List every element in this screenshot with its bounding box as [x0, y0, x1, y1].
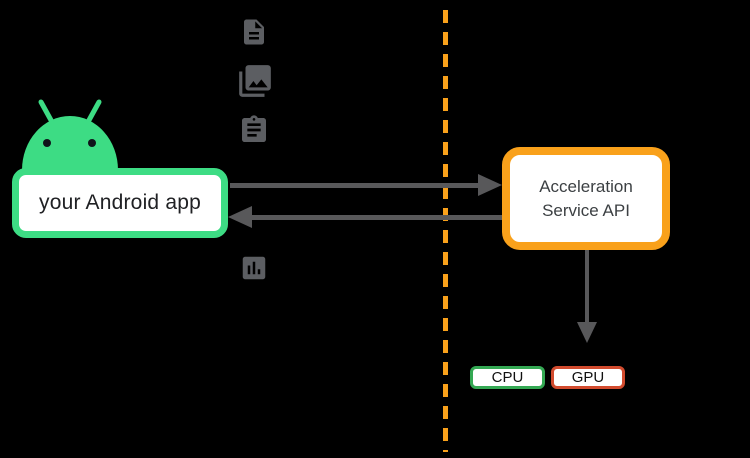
acceleration-service-label-line2: Service API [542, 200, 630, 220]
cpu-label: CPU [491, 369, 524, 386]
arrow-service-to-app-shaft [252, 215, 502, 220]
android-app-label: your Android app [39, 191, 201, 214]
arrow-service-to-app-head [228, 206, 252, 228]
arrow-service-to-hardware-head [577, 322, 597, 343]
clipboard-icon [238, 111, 270, 149]
android-robot-icon [20, 96, 120, 170]
acceleration-service-node: Acceleration Service API [502, 147, 670, 250]
android-app-node: your Android app [12, 168, 228, 238]
acceleration-service-label: Acceleration Service API [539, 175, 633, 223]
photo-library-icon [235, 62, 275, 100]
arrow-app-to-service-shaft [230, 183, 482, 188]
document-icon [239, 14, 269, 50]
gpu-label: GPU [571, 369, 605, 386]
bar-chart-icon [239, 253, 269, 283]
arrow-service-to-hardware-shaft [585, 250, 589, 324]
gpu-node: GPU [551, 366, 625, 389]
acceleration-service-label-line1: Acceleration [539, 176, 633, 196]
process-boundary-dashed-line [443, 10, 448, 452]
arrow-app-to-service-head [478, 174, 502, 196]
cpu-node: CPU [470, 366, 545, 389]
